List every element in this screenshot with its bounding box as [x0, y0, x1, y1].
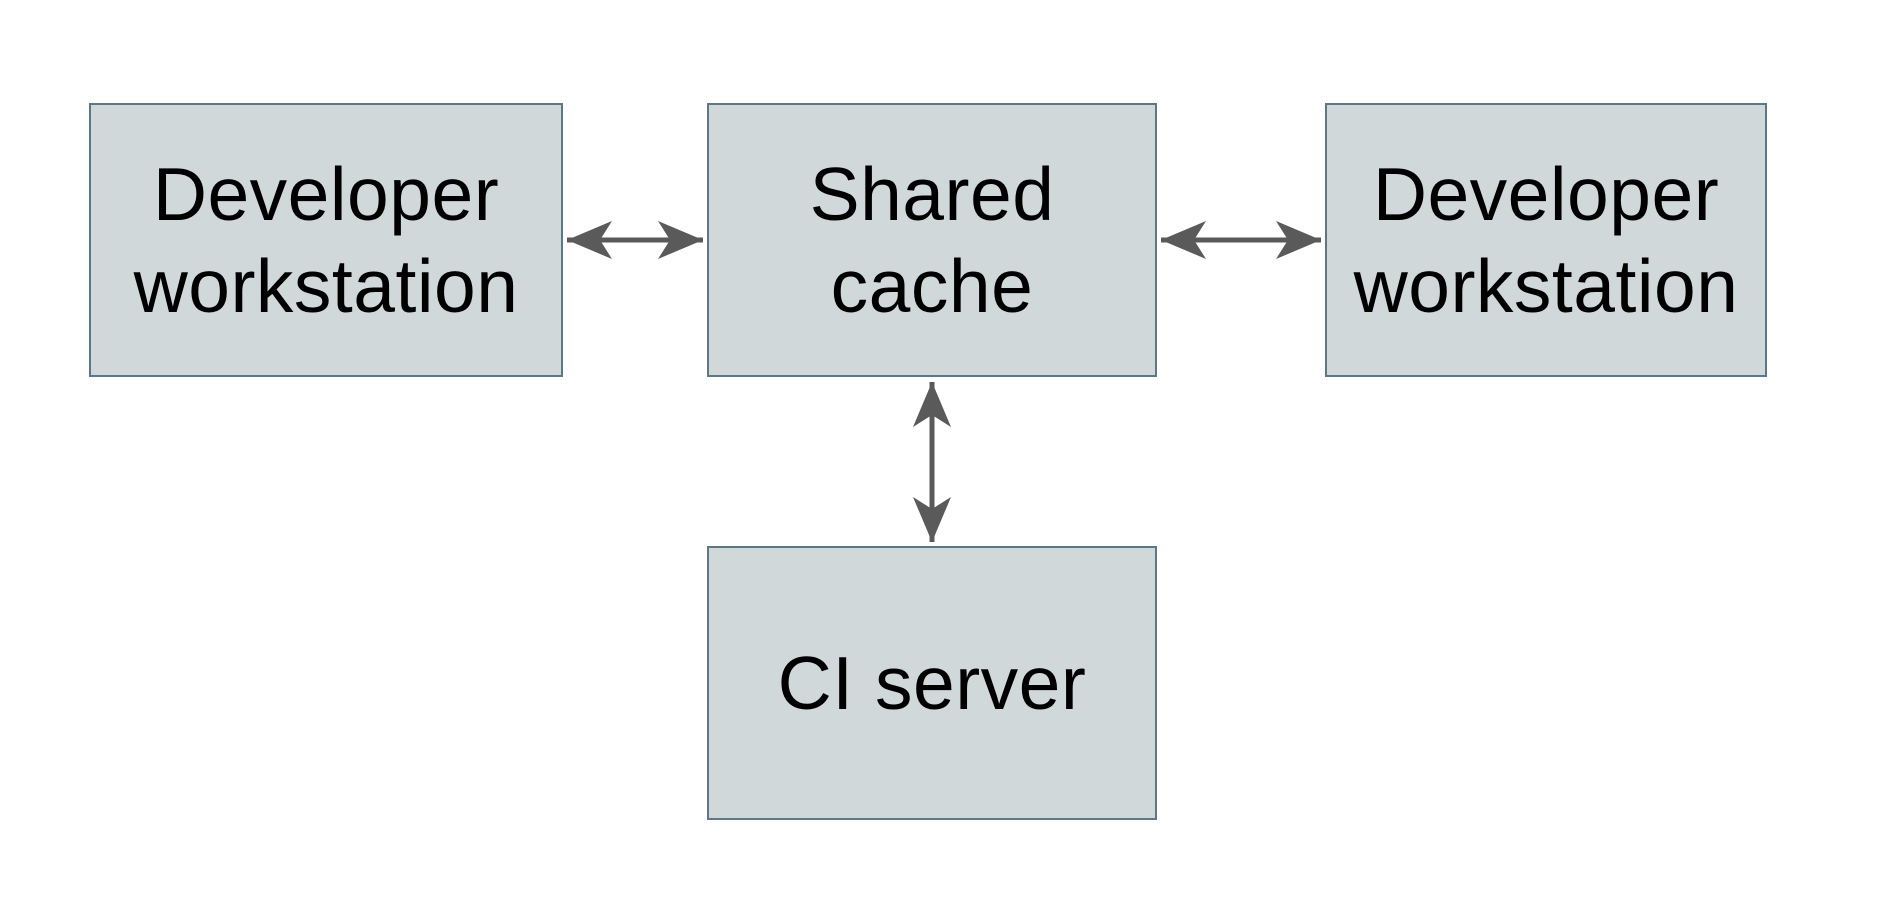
node-shared-cache: Shared cache [707, 103, 1157, 377]
node-label: Developer workstation [133, 152, 519, 328]
node-label: CI server [777, 641, 1087, 725]
node-label: Developer workstation [1353, 152, 1739, 328]
node-label: Shared cache [809, 152, 1055, 328]
node-developer-workstation-left: Developer workstation [89, 103, 563, 377]
node-ci-server: CI server [707, 546, 1157, 820]
node-developer-workstation-right: Developer workstation [1325, 103, 1767, 377]
